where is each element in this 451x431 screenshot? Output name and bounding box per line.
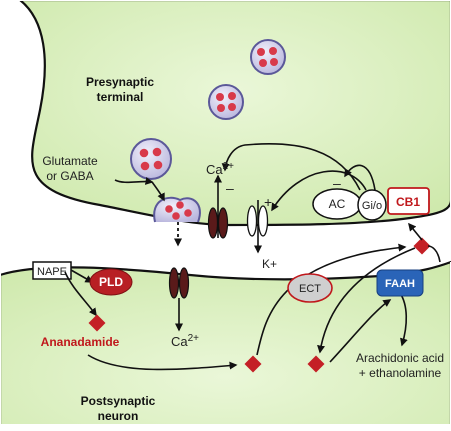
ac-minus-sign: – bbox=[333, 175, 341, 191]
retrograde-arrow bbox=[256, 243, 407, 356]
k-plus-label: K+ bbox=[262, 257, 277, 271]
presynaptic-label-2: terminal bbox=[97, 90, 144, 104]
inhibit-ac-arrow bbox=[344, 164, 376, 191]
postsynaptic-neuron bbox=[0, 260, 451, 428]
faah-enzyme bbox=[376, 269, 424, 297]
gio-label: Gi/o bbox=[362, 200, 382, 212]
activate-k-arrow bbox=[271, 170, 367, 212]
k-plus-sign: + bbox=[264, 194, 272, 210]
postsynaptic-label-1: Postsynaptic bbox=[81, 394, 156, 408]
ca-post-label: Ca2+ bbox=[171, 333, 199, 349]
fusing-vesicle bbox=[153, 196, 201, 223]
ect-transporter bbox=[287, 273, 333, 303]
glutamate-label-2: or GABA bbox=[46, 169, 93, 183]
pld-label: PLD bbox=[99, 275, 123, 289]
arachidonic-label-1: Arachidonic acid bbox=[356, 351, 444, 365]
inhibit-ca-arrow bbox=[221, 143, 361, 191]
glutamate-label-1: Glutamate bbox=[42, 154, 98, 168]
cb1-loop-line bbox=[427, 245, 441, 263]
cb1-label: CB1 bbox=[396, 195, 420, 209]
vesicle bbox=[208, 84, 244, 120]
to-faah-arrow bbox=[329, 299, 392, 363]
reuptake-arrow bbox=[317, 247, 416, 354]
k-channel bbox=[246, 205, 269, 237]
pld-enzyme bbox=[89, 268, 133, 296]
vesicle-fusion-arrow bbox=[151, 181, 165, 202]
anandamide-to-cell-arrow bbox=[87, 354, 238, 371]
ac-label: AC bbox=[329, 197, 346, 211]
faah-label: FAAH bbox=[385, 278, 415, 290]
ca-channel-post bbox=[168, 267, 190, 299]
nape-to-anandamide-arrow bbox=[64, 271, 97, 317]
gio-protein bbox=[357, 189, 387, 221]
anandamide-diamond bbox=[307, 355, 325, 373]
nape-label: NAPE bbox=[37, 266, 67, 278]
anandamide-diamond bbox=[88, 314, 106, 332]
anandamide-diamond bbox=[244, 355, 262, 373]
vesicle bbox=[130, 138, 172, 180]
ca-minus-sign: – bbox=[226, 180, 234, 196]
anandamide-diamond bbox=[413, 237, 431, 255]
glutamate-arrow bbox=[114, 176, 154, 185]
ect-label: ECT bbox=[299, 283, 321, 295]
vesicle bbox=[250, 39, 286, 75]
cb1-receptor bbox=[387, 187, 430, 215]
cb1-binding-arrow bbox=[408, 222, 423, 241]
anandamide-label: Ananadamide bbox=[41, 335, 120, 349]
nape-pld-arrow bbox=[70, 269, 94, 283]
postsynaptic-label-2: neuron bbox=[98, 409, 139, 423]
presynaptic-label-1: Presynaptic bbox=[86, 75, 154, 89]
arachidonic-label-2: + ethanolamine bbox=[359, 366, 442, 380]
ca-pre-label: Ca2+ bbox=[206, 161, 234, 177]
